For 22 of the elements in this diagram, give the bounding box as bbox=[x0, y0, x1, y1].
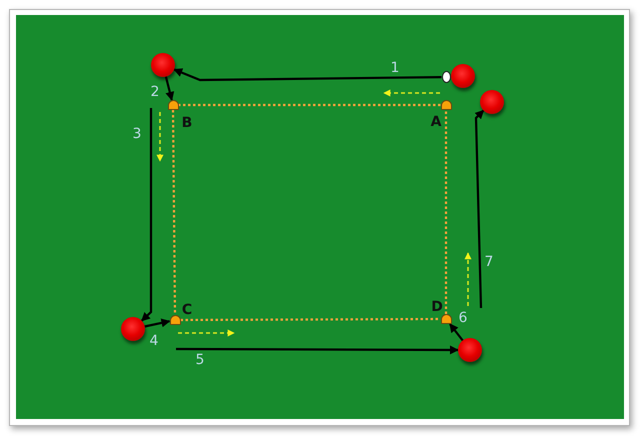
cone-letter: A bbox=[430, 115, 442, 129]
dotted-line bbox=[180, 318, 440, 322]
arrow bbox=[176, 345, 459, 354]
arrow bbox=[164, 76, 174, 101]
step-number: 1 bbox=[390, 61, 400, 75]
step-number: 3 bbox=[132, 127, 142, 141]
arrow bbox=[144, 318, 170, 328]
dotted-line bbox=[178, 104, 440, 106]
step-number: 2 bbox=[150, 85, 160, 99]
step-number: 4 bbox=[150, 334, 158, 348]
arrow bbox=[173, 68, 442, 82]
arrow bbox=[449, 323, 464, 342]
cone-letter: D bbox=[431, 300, 443, 314]
dotted-line bbox=[444, 110, 448, 314]
step-number: 6 bbox=[458, 311, 468, 325]
cone-letter: B bbox=[182, 116, 192, 130]
step-number: 5 bbox=[196, 353, 204, 367]
arrow bbox=[474, 110, 484, 308]
arrow bbox=[140, 108, 152, 322]
cone-letter: C bbox=[182, 303, 192, 317]
step-number: 7 bbox=[484, 255, 494, 269]
dotted-line bbox=[172, 110, 176, 316]
